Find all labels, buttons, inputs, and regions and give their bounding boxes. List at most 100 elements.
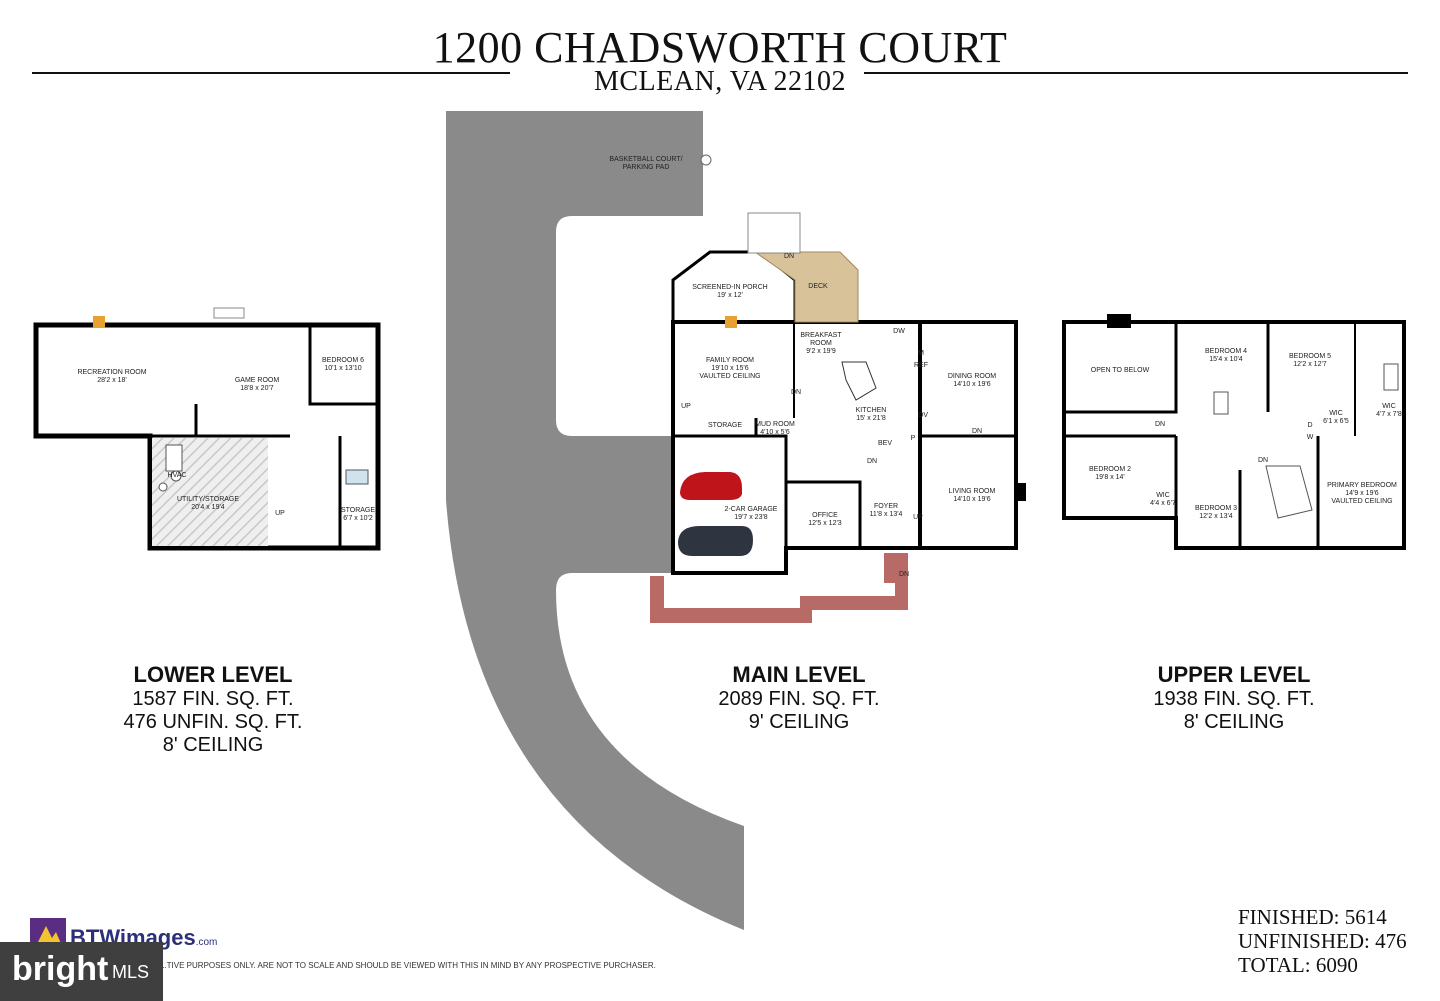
family-room-name: FAMILY ROOM [706, 357, 754, 364]
wic-1-label: WIC 6'1 x 6'5 [1318, 410, 1354, 426]
bedroom-3-name: BEDROOM 3 [1194, 505, 1237, 512]
main-level-ceiling: 9' CEILING [748, 711, 850, 733]
family-room-size: 19'10 x 15'6 [711, 365, 749, 372]
bedroom-3-size: 12'2 x 13'4 [1199, 513, 1233, 520]
dryer-label: D [1307, 422, 1313, 429]
wic-2-name: WIC [1382, 403, 1396, 410]
mud-room-label: MUD ROOM 4'10 x 5'6 [755, 421, 795, 437]
utility-storage-name: UTILITY/STORAGE [176, 496, 240, 503]
primary-bedroom-size: 14'9 x 19'6 [1345, 490, 1379, 497]
basketball-court-label-line1: BASKETBALL COURT/ [609, 156, 683, 163]
family-room-ceiling: VAULTED CEILING [699, 373, 761, 380]
bedroom-2-size: 19'8 x 14' [1095, 474, 1125, 481]
primary-bedroom-name: PRIMARY BEDROOM [1327, 482, 1397, 489]
bedroom-5-label: BEDROOM 5 12'2 x 12'7 [1280, 353, 1340, 369]
beverage-label: BEV [877, 440, 892, 447]
square-footage-totals: FINISHED: 5614 UNFINISHED: 476 TOTAL: 60… [1238, 905, 1407, 977]
mud-room-name: MUD ROOM [755, 421, 795, 428]
lower-storage-label: STORAGE 6'7 x 10'2 [338, 507, 378, 523]
living-room-name: LIVING ROOM [948, 488, 996, 495]
dining-room-label: DINING ROOM 14'10 x 19'6 [940, 373, 1004, 389]
bedroom-5-name: BEDROOM 5 [1288, 353, 1331, 360]
oven-label: OV [917, 412, 929, 419]
main-level-plan [671, 320, 1018, 575]
deck [753, 251, 859, 323]
garage-label: 2-CAR GARAGE 19'7 x 23'8 [716, 506, 786, 522]
office-name: OFFICE [812, 512, 838, 519]
bedroom-4-size: 15'4 x 10'4 [1209, 356, 1243, 363]
garage-size: 19'7 x 23'8 [734, 514, 768, 521]
lower-level-ceiling: 8' CEILING [162, 734, 264, 756]
dining-room-name: DINING ROOM [947, 373, 997, 380]
basketball-hoop [700, 154, 712, 166]
screened-porch-label: SCREENED-IN PORCH 19' x 12' [680, 284, 780, 300]
bedroom-6-label: BEDROOM 6 10'1 x 13'10 [313, 357, 373, 373]
wic-1-size: 6'1 x 6'5 [1323, 418, 1349, 425]
game-room-size: 18'8 x 20'7 [240, 385, 274, 392]
washer-label: W [1306, 434, 1314, 441]
recreation-room-name: RECREATION ROOM [77, 369, 147, 376]
lower-storage-size: 6'7 x 10'2 [343, 515, 373, 522]
page-title: 1200 CHADSWORTH COURT [432, 23, 1008, 72]
upper-level-finished: 1938 FIN. SQ. FT. [1153, 688, 1315, 710]
breakfast-room-label: BREAKFAST ROOM 9'2 x 19'9 [791, 332, 851, 356]
finished-total: FINISHED: 5614 [1238, 905, 1387, 929]
btw-logo-suffix: .com [195, 937, 218, 948]
car-red [680, 472, 742, 500]
dining-room-size: 14'10 x 19'6 [953, 381, 991, 388]
upper-dn-label-2: DN [1257, 457, 1269, 464]
utility-storage-label: UTILITY/STORAGE 20'4 x 19'4 [158, 496, 258, 512]
recreation-room-label: RECREATION ROOM 28'2 x 18' [62, 369, 162, 385]
open-to-below-label: OPEN TO BELOW [1090, 367, 1150, 374]
wic-1-name: WIC [1329, 410, 1343, 417]
car-dark [678, 526, 753, 556]
page-subtitle: MCLEAN, VA 22102 [593, 66, 846, 97]
recreation-room-size: 28'2 x 18' [97, 377, 127, 384]
main-dn-label-1: DN [790, 389, 802, 396]
screened-porch-name: SCREENED-IN PORCH [692, 284, 768, 291]
breakfast-room-name-2: ROOM [810, 340, 832, 347]
main-storage-label: STORAGE [707, 422, 743, 429]
lower-level-plan [33, 322, 381, 551]
deck-dn-label: DN [783, 253, 795, 260]
deck-stairs [747, 212, 801, 254]
lower-level-summary: LOWER LEVEL 1587 FIN. SQ. FT. 476 UNFIN.… [83, 662, 343, 757]
refrigerator-label: REF [914, 362, 928, 369]
bedroom-2-name: BEDROOM 2 [1088, 466, 1131, 473]
upper-level-summary: UPPER LEVEL 1938 FIN. SQ. FT. 8' CEILING [1104, 662, 1364, 734]
lower-up-label: UP [275, 510, 285, 517]
bright-logo-text: bright [12, 950, 109, 988]
mls-logo-text: MLS [112, 962, 150, 982]
pantry-label: P [910, 435, 916, 442]
breakfast-room-size: 9'2 x 19'9 [806, 348, 836, 355]
bedroom-6-size: 10'1 x 13'10 [324, 365, 362, 372]
primary-bedroom-label: PRIMARY BEDROOM 14'9 x 19'6 VAULTED CEIL… [1322, 482, 1402, 506]
upper-level-ceiling: 8' CEILING [1183, 711, 1285, 733]
dishwasher-label: DW [893, 328, 905, 335]
wic-2-size: 4'7 x 7'8 [1376, 411, 1402, 418]
wic-3-name: WIC [1156, 492, 1170, 499]
main-dn-label-4: DN [898, 571, 910, 578]
kitchen-island [841, 361, 877, 401]
office-label: OFFICE 12'5 x 12'3 [800, 512, 850, 528]
main-level-name: MAIN LEVEL [732, 662, 866, 687]
main-up-label-1: UP [681, 403, 691, 410]
front-walkway [650, 575, 908, 623]
main-up-label-2: UP [913, 514, 923, 521]
bedroom-3-label: BEDROOM 3 12'2 x 13'4 [1186, 505, 1246, 521]
title-rule-right [864, 72, 1408, 74]
main-level-summary: MAIN LEVEL 2089 FIN. SQ. FT. 9' CEILING [669, 662, 929, 734]
lower-level-unfinished: 476 UNFIN. SQ. FT. [123, 711, 303, 733]
front-stoop [884, 553, 908, 583]
disclaimer: ...TIVE PURPOSES ONLY. ARE NOT TO SCALE … [160, 961, 656, 970]
microwave-label: M [918, 350, 924, 357]
breakfast-room-name-1: BREAKFAST [800, 332, 842, 339]
bedroom-4-label: BEDROOM 4 15'4 x 10'4 [1196, 348, 1256, 364]
game-room-label: GAME ROOM 18'8 x 20'7 [207, 377, 307, 393]
game-room-name: GAME ROOM [234, 377, 280, 384]
wic-2-label: WIC 4'7 x 7'8 [1374, 403, 1404, 419]
main-dn-label-3: DN [866, 458, 878, 465]
lower-level-finished: 1587 FIN. SQ. FT. [132, 688, 294, 710]
primary-bedroom-ceiling: VAULTED CEILING [1331, 498, 1393, 505]
